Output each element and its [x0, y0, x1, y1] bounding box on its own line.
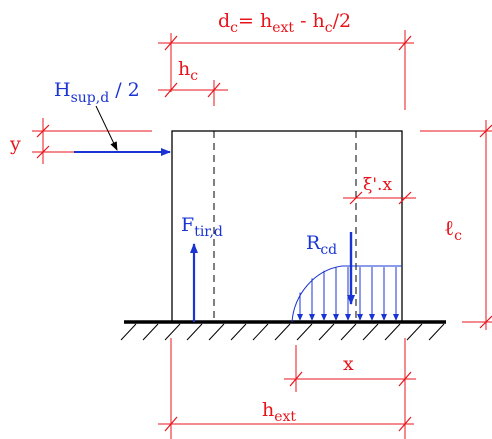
ground-hatch-line — [406, 323, 423, 341]
compression-resultant-label: Rcd — [306, 232, 337, 258]
hc-label: hc — [178, 58, 198, 84]
ground-hatch-line — [362, 323, 379, 341]
dimension-x — [284, 338, 416, 439]
stress-block — [291, 265, 402, 323]
dimension-hext — [158, 338, 414, 439]
dimension-xi — [343, 191, 416, 205]
ground-hatch-line — [340, 323, 357, 341]
dc-label: dc= hext - hc/2 — [218, 10, 351, 36]
ground-hatch-line — [296, 323, 313, 341]
ground-hatch-line — [252, 323, 269, 341]
ground-hatch-line — [208, 323, 225, 341]
leader-line — [95, 105, 118, 151]
dimension-dc — [158, 30, 414, 110]
ground-hatch-line — [274, 323, 291, 341]
ground-hatch-line — [384, 323, 401, 341]
ground-hatch-line — [230, 323, 247, 341]
ground-line — [120, 320, 446, 341]
ground-hatch-line — [164, 323, 181, 341]
horizontal-force-label: Hsup,d / 2 — [54, 79, 140, 106]
y-label: y — [9, 133, 21, 155]
ground-hatch-line — [318, 323, 335, 341]
xi-x-label: ξ'.x — [363, 175, 392, 195]
dimension-hc — [158, 80, 228, 106]
ground-hatch-line — [428, 323, 445, 341]
ground-hatch-line — [186, 323, 203, 341]
dimension-lc — [420, 120, 492, 330]
dimension-y — [32, 118, 152, 164]
ground-hatch-line — [120, 323, 137, 341]
hext-label: hext — [262, 399, 296, 425]
lc-label: ℓc — [444, 216, 462, 244]
ground-hatch-line — [142, 323, 159, 341]
x-label: x — [343, 353, 354, 375]
tension-force-label: Ftir,d — [181, 214, 223, 240]
